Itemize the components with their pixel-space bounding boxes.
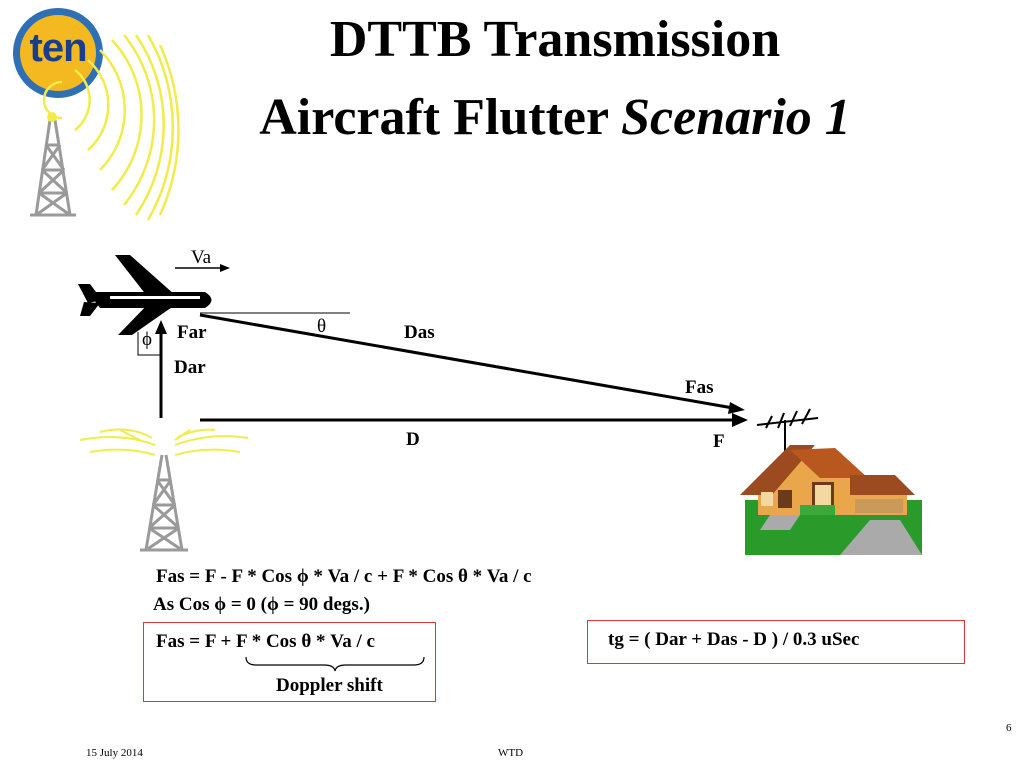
formula-fas: Fas = F + F * Cos θ * Va / c <box>156 631 375 652</box>
formula-line-1: Fas = F - F * Cos ϕ * Va / c + F * Cos θ… <box>156 566 532 587</box>
aircraft-icon <box>78 255 212 335</box>
boxed-formula-right: tg = ( Dar + Das - D ) / 0.3 uSec <box>587 620 965 664</box>
dar-path-arrow <box>155 320 167 418</box>
label-theta: θ <box>317 316 327 337</box>
velocity-arrow <box>175 264 230 272</box>
boxed-formula-left: Fas = F + F * Cos θ * Va / c Doppler shi… <box>143 622 436 702</box>
footer-date: 15 July 2014 <box>86 747 143 759</box>
bottom-radio-waves <box>79 428 249 456</box>
label-fas: Fas <box>685 377 714 398</box>
bottom-transmitter-tower <box>140 454 188 552</box>
title-line-2-plain: Aircraft Flutter <box>259 89 622 146</box>
top-tower-beacon <box>47 112 57 122</box>
title-line-2-italic: Scenario 1 <box>621 89 851 146</box>
footer-center: WTD <box>498 747 524 759</box>
logo-text: ten <box>29 26 88 70</box>
label-far: Far <box>177 322 207 343</box>
title-line-1: DTTB Transmission <box>329 11 781 68</box>
title-line-2: Aircraft Flutter Scenario 1 <box>0 88 1024 147</box>
top-transmitter-tower <box>30 119 76 217</box>
top-radio-waves <box>42 34 180 221</box>
house-icon <box>740 445 922 555</box>
doppler-brace <box>245 656 425 672</box>
formula-line-2: As Cos ϕ = 0 (ϕ = 90 degs.) <box>153 594 370 615</box>
label-dar: Dar <box>174 357 206 378</box>
label-phi: ϕ <box>142 329 153 350</box>
phi-angle-marker <box>137 332 161 356</box>
label-f: F <box>713 431 725 452</box>
label-das: Das <box>404 322 435 343</box>
doppler-shift-label: Doppler shift <box>276 675 383 696</box>
das-path-arrow <box>199 313 745 414</box>
label-d: D <box>406 429 420 450</box>
direct-path-arrow <box>200 413 748 427</box>
label-va: Va <box>191 247 212 268</box>
page-number: 6 <box>1006 722 1012 734</box>
formula-tg: tg = ( Dar + Das - D ) / 0.3 uSec <box>608 629 860 650</box>
